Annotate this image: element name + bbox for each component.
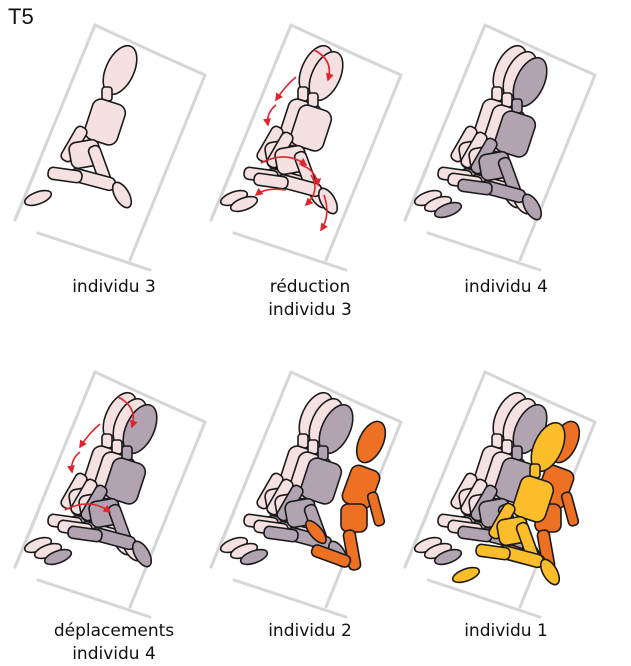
panel-6 — [405, 372, 595, 617]
foot — [451, 565, 481, 586]
caption-line: individu 2 — [210, 620, 410, 643]
frame-line — [160, 402, 205, 422]
caption-panel-2: réduction individu 3 — [210, 276, 410, 322]
caption-panel-6: individu 1 — [406, 620, 606, 643]
caption-line: individu 4 — [14, 643, 214, 666]
frame-line — [356, 55, 401, 75]
frame-line — [130, 75, 205, 260]
caption-line: individu 3 — [14, 276, 214, 299]
caption-panel-3: individu 4 — [406, 276, 606, 299]
caption-panel-5: individu 2 — [210, 620, 410, 643]
frame-line — [550, 402, 595, 422]
panel-3 — [405, 25, 595, 270]
red-arrow — [256, 189, 286, 195]
frame-line — [356, 402, 401, 422]
foot — [109, 179, 135, 210]
pelvis — [341, 504, 367, 532]
caption-line: individu 1 — [406, 620, 606, 643]
caption-line: individu 4 — [406, 276, 606, 299]
panel-5 — [211, 372, 401, 617]
red-arrow — [276, 77, 296, 100]
caption-panel-4: déplacements individu 4 — [14, 620, 214, 666]
panel-4 — [15, 372, 205, 617]
frame-line — [160, 55, 205, 75]
caption-panel-1: individu 3 — [14, 276, 214, 299]
arm — [561, 491, 579, 526]
red-arrow — [80, 424, 100, 447]
arm — [367, 491, 385, 526]
foot — [537, 556, 563, 587]
frame-line — [550, 55, 595, 75]
red-arrow — [72, 452, 80, 472]
caption-line: déplacements — [14, 620, 214, 643]
red-arrow — [268, 105, 276, 125]
caption-line: réduction — [210, 276, 410, 299]
figure-kneel — [23, 41, 144, 211]
panel-2 — [211, 25, 401, 270]
panel-1 — [15, 25, 205, 270]
frame-line — [326, 75, 401, 260]
caption-line: individu 3 — [210, 299, 410, 322]
